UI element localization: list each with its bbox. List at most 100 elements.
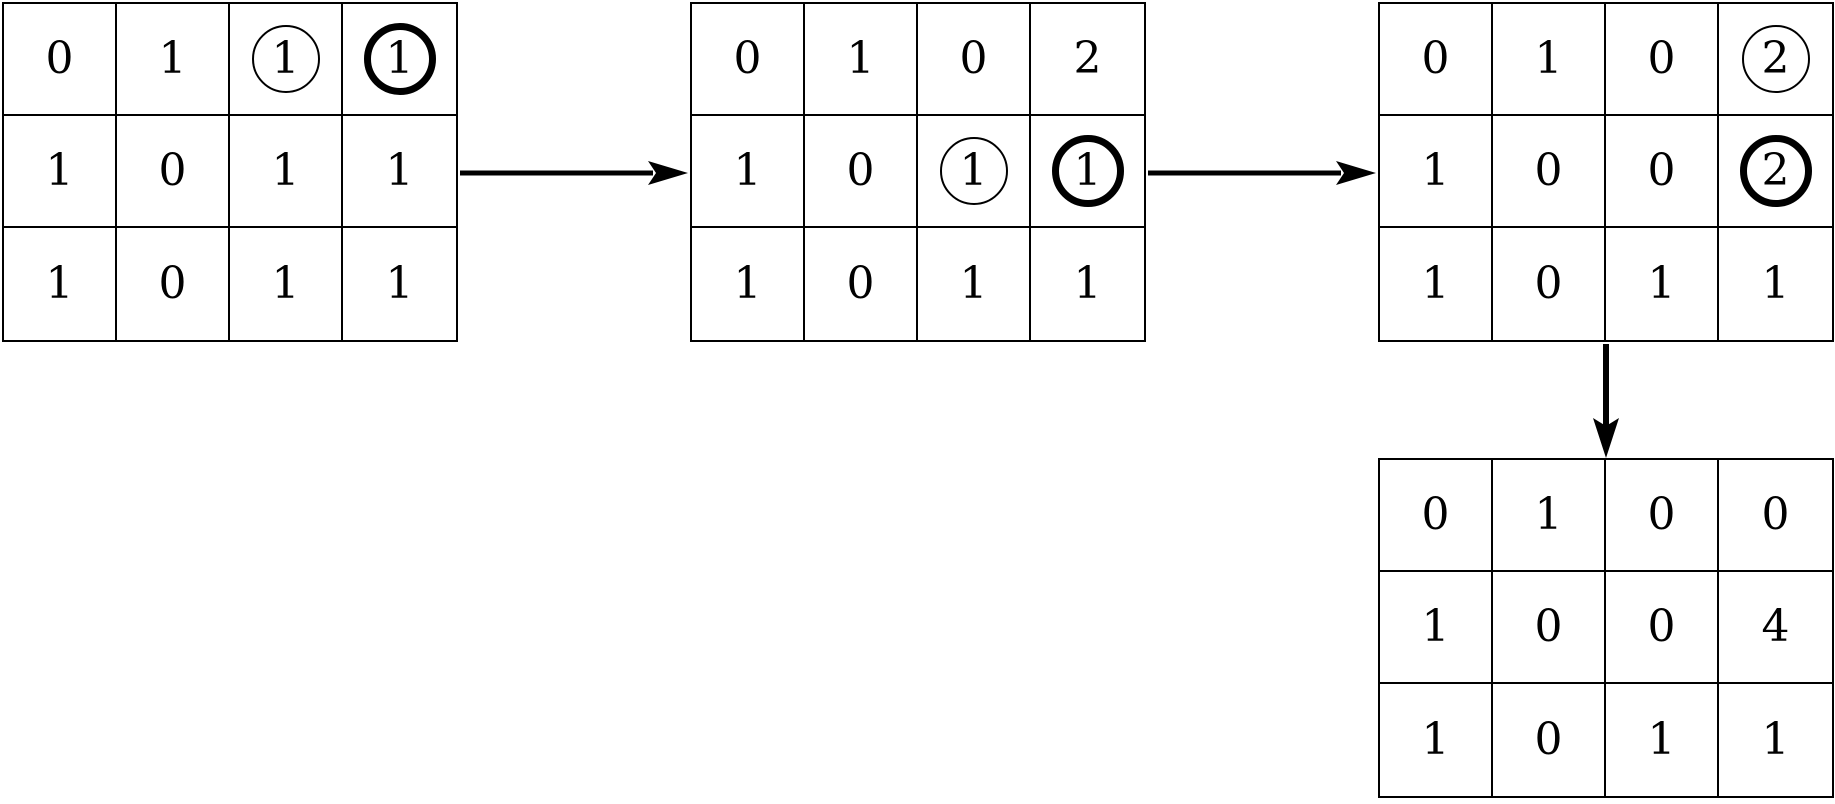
grid-cell: 1 — [1719, 684, 1832, 796]
cell-value: 1 — [733, 145, 762, 196]
cell-value: 0 — [1647, 33, 1676, 84]
grid-cell: 1 — [343, 116, 456, 228]
grid-cell: 0 — [1606, 460, 1719, 572]
cell-value: 0 — [158, 145, 187, 196]
grid-cell: 0 — [117, 116, 230, 228]
cell-value: 0 — [1421, 489, 1450, 540]
thin-circled-value: 2 — [1741, 25, 1810, 93]
grid-cell: 0 — [805, 116, 918, 228]
grid-cell: 0 — [1606, 572, 1719, 684]
grid-cell: 1 — [1719, 228, 1832, 340]
grid-cell: 1 — [692, 116, 805, 228]
grid-cell: 0 — [1493, 572, 1606, 684]
cell-value: 1 — [1421, 714, 1450, 765]
cell-value: 1 — [271, 145, 300, 196]
cell-value: 0 — [158, 258, 187, 309]
cell-value: 0 — [1647, 489, 1676, 540]
cell-value: 0 — [1534, 601, 1563, 652]
grid-cell: 0 — [4, 4, 117, 116]
cell-value: 1 — [1534, 489, 1563, 540]
cell-value: 2 — [1073, 33, 1102, 84]
grid-cell: 1 — [117, 4, 230, 116]
cell-value: 1 — [385, 258, 414, 309]
grid-cell: 1 — [1493, 4, 1606, 116]
grid-cell: 1 — [692, 228, 805, 340]
cell-value: 1 — [733, 258, 762, 309]
grid-cell: 1 — [1380, 228, 1493, 340]
matrix-grid-3: 0 1 0 2 1 0 0 2 1 0 1 1 — [1378, 2, 1834, 342]
grid-cell: 1 — [1380, 572, 1493, 684]
cell-value: 0 — [846, 258, 875, 309]
grid-cell: 0 — [1493, 116, 1606, 228]
cell-value: 1 — [1647, 714, 1676, 765]
grid-cell: 1 — [343, 4, 456, 116]
grid-cell: 0 — [1380, 4, 1493, 116]
grid-cell: 0 — [918, 4, 1031, 116]
grid-cell: 1 — [1380, 116, 1493, 228]
grid-cell: 1 — [1606, 684, 1719, 796]
cell-value: 0 — [1534, 714, 1563, 765]
right-arrow-icon — [458, 158, 688, 188]
grid-cell: 1 — [230, 4, 343, 116]
cell-value: 0 — [1647, 601, 1676, 652]
grid-cell: 1 — [1031, 228, 1144, 340]
cell-value: 0 — [45, 33, 74, 84]
cell-value: 0 — [733, 33, 762, 84]
cell-value: 0 — [1421, 33, 1450, 84]
grid-cell: 1 — [918, 228, 1031, 340]
cell-value: 1 — [1421, 258, 1450, 309]
cell-value: 0 — [959, 33, 988, 84]
grid-cell: 0 — [1606, 4, 1719, 116]
cell-value: 1 — [158, 33, 187, 84]
grid-cell: 2 — [1031, 4, 1144, 116]
grid-cell: 1 — [1606, 228, 1719, 340]
cell-value: 0 — [1534, 258, 1563, 309]
grid-cell: 1 — [4, 228, 117, 340]
grid-cell: 0 — [1493, 684, 1606, 796]
grid-cell: 2 — [1719, 4, 1832, 116]
cell-value: 1 — [45, 258, 74, 309]
down-arrow-icon — [1591, 344, 1621, 458]
cell-value: 1 — [1761, 258, 1790, 309]
grid-cell: 1 — [805, 4, 918, 116]
cell-value: 1 — [1073, 258, 1102, 309]
cell-value: 1 — [1534, 33, 1563, 84]
grid-cell: 0 — [1719, 460, 1832, 572]
cell-value: 0 — [1761, 489, 1790, 540]
cell-value: 1 — [846, 33, 875, 84]
cell-value: 1 — [1421, 145, 1450, 196]
cell-value: 1 — [1761, 714, 1790, 765]
grid-cell: 1 — [230, 228, 343, 340]
cell-value: 0 — [846, 145, 875, 196]
grid-cell: 0 — [805, 228, 918, 340]
grid-cell: 1 — [918, 116, 1031, 228]
grid-cell: 0 — [1380, 460, 1493, 572]
cell-value: 1 — [385, 145, 414, 196]
thin-circled-value: 1 — [939, 137, 1008, 205]
cell-value: 1 — [959, 258, 988, 309]
cell-value: 0 — [1534, 145, 1563, 196]
grid-cell: 1 — [1493, 460, 1606, 572]
grid-cell: 1 — [1031, 116, 1144, 228]
cell-value: 1 — [45, 145, 74, 196]
bold-circled-value: 1 — [363, 23, 436, 95]
cell-value: 0 — [1647, 145, 1676, 196]
right-arrow-icon — [1146, 158, 1376, 188]
grid-cell: 1 — [343, 228, 456, 340]
grid-cell: 1 — [1380, 684, 1493, 796]
grid-cell: 4 — [1719, 572, 1832, 684]
grid-cell: 0 — [117, 228, 230, 340]
cell-value: 1 — [271, 258, 300, 309]
grid-cell: 0 — [1606, 116, 1719, 228]
grid-cell: 1 — [4, 116, 117, 228]
bold-circled-value: 2 — [1739, 135, 1812, 207]
bold-circled-value: 1 — [1051, 135, 1124, 207]
grid-cell: 1 — [230, 116, 343, 228]
cell-value: 1 — [1647, 258, 1676, 309]
cell-value: 1 — [1421, 601, 1450, 652]
grid-cell: 2 — [1719, 116, 1832, 228]
